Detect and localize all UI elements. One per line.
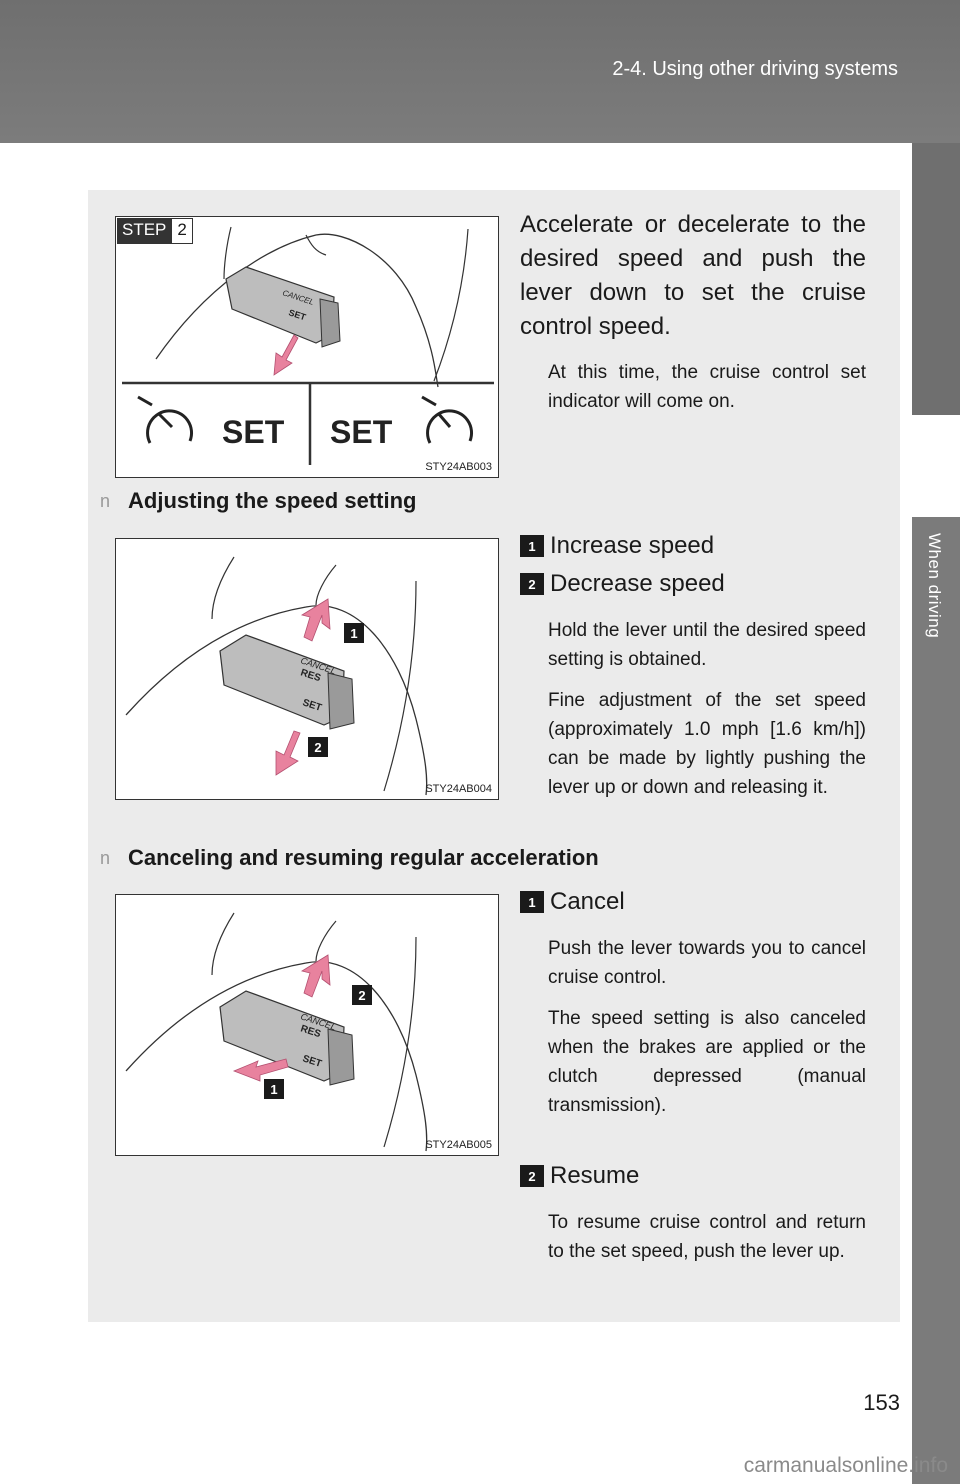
step-badge: STEP 2 [117, 218, 193, 244]
cruise-lever: CANCEL RES SET [219, 634, 355, 730]
watermark: carmanualsonline.info [743, 1454, 948, 1477]
canceling-title: Canceling and resuming regular accelerat… [128, 845, 599, 870]
increase-arrow [300, 598, 331, 642]
step2-note: At this time, the cruise control set ind… [548, 362, 866, 412]
set-indicator-right: SET [330, 414, 393, 450]
callout-1: 1 [270, 1082, 277, 1097]
chapter-tab: 2 When driving [912, 143, 960, 1484]
step-badge-number: 2 [171, 218, 193, 244]
canceling-heading: n Canceling and resuming regular acceler… [88, 845, 868, 871]
number-box-1: 1 [520, 535, 544, 557]
callout-2: 2 [314, 740, 321, 755]
decrease-arrow [275, 730, 301, 776]
adjusting-paragraph-1: Hold the lever until the desired speed s… [548, 620, 866, 670]
adjusting-bullet: n [100, 490, 111, 511]
cruise-lever: CANCEL RES SET [219, 990, 355, 1086]
number-box-2: 2 [520, 1165, 544, 1187]
resume-paragraph: To resume cruise control and return to t… [548, 1212, 866, 1262]
number-box-1: 1 [520, 891, 544, 913]
decrease-speed-label: Decrease speed [550, 570, 725, 597]
resume-arrow [300, 954, 331, 998]
section-title: 2-4. Using other driving systems [612, 58, 898, 80]
canceling-illustration: CANCEL RES SET 2 1 [125, 912, 428, 1152]
cancel-item: 1 Cancel [520, 888, 625, 916]
adjusting-paragraph-2: Fine adjustment of the set speed (approx… [548, 690, 866, 798]
canceling-figure: CANCEL RES SET 2 1 STY24AB005 [115, 894, 499, 1156]
adjusting-heading: n Adjusting the speed setting [88, 488, 848, 514]
step-badge-label: STEP [117, 218, 172, 244]
canceling-bullet: n [100, 847, 111, 868]
number-box-2: 2 [520, 573, 544, 595]
content-panel: CANCEL SET SET SET STEP 2 [88, 190, 900, 1322]
cancel-paragraph-2: The speed setting is also canceled when … [548, 1008, 866, 1116]
step2-illustration: CANCEL SET SET SET [122, 226, 494, 465]
decrease-speed-item: 2 Decrease speed [520, 570, 725, 598]
callout-2: 2 [358, 988, 365, 1003]
push-down-arrow [273, 334, 299, 376]
chapter-tab-body [912, 517, 960, 1484]
cancel-arrow [232, 1058, 289, 1082]
speedometer-icon-right [421, 395, 474, 444]
adjusting-title: Adjusting the speed setting [128, 488, 417, 513]
adjusting-illustration: CANCEL RES SET 1 2 [125, 556, 428, 796]
cancel-paragraph-1: Push the lever towards you to cancel cru… [548, 938, 866, 988]
cruise-lever: CANCEL SET [225, 266, 341, 348]
cancel-label: Cancel [550, 888, 625, 915]
chapter-tab-top [912, 143, 960, 415]
callout-1: 1 [350, 626, 357, 641]
page-number: 153 [863, 1390, 900, 1415]
resume-label: Resume [550, 1162, 640, 1189]
adjusting-figure: CANCEL RES SET 1 2 STY24AB004 [115, 538, 499, 800]
increase-speed-item: 1 Increase speed [520, 532, 714, 560]
step2-heading: Accelerate or decelerate to the desired … [520, 211, 866, 340]
chapter-number: 2 [931, 451, 941, 470]
figure-code: STY24AB004 [425, 783, 492, 795]
set-indicator-left: SET [222, 414, 285, 450]
figure-code: STY24AB003 [425, 461, 492, 473]
step2-figure: CANCEL SET SET SET STEP 2 [115, 216, 499, 478]
increase-speed-label: Increase speed [550, 532, 715, 559]
figure-code: STY24AB005 [425, 1139, 492, 1151]
chapter-label: When driving [925, 533, 944, 639]
speedometer-icon-left [137, 395, 194, 444]
resume-item: 2 Resume [520, 1162, 639, 1190]
page-header: 2-4. Using other driving systems [0, 0, 960, 143]
